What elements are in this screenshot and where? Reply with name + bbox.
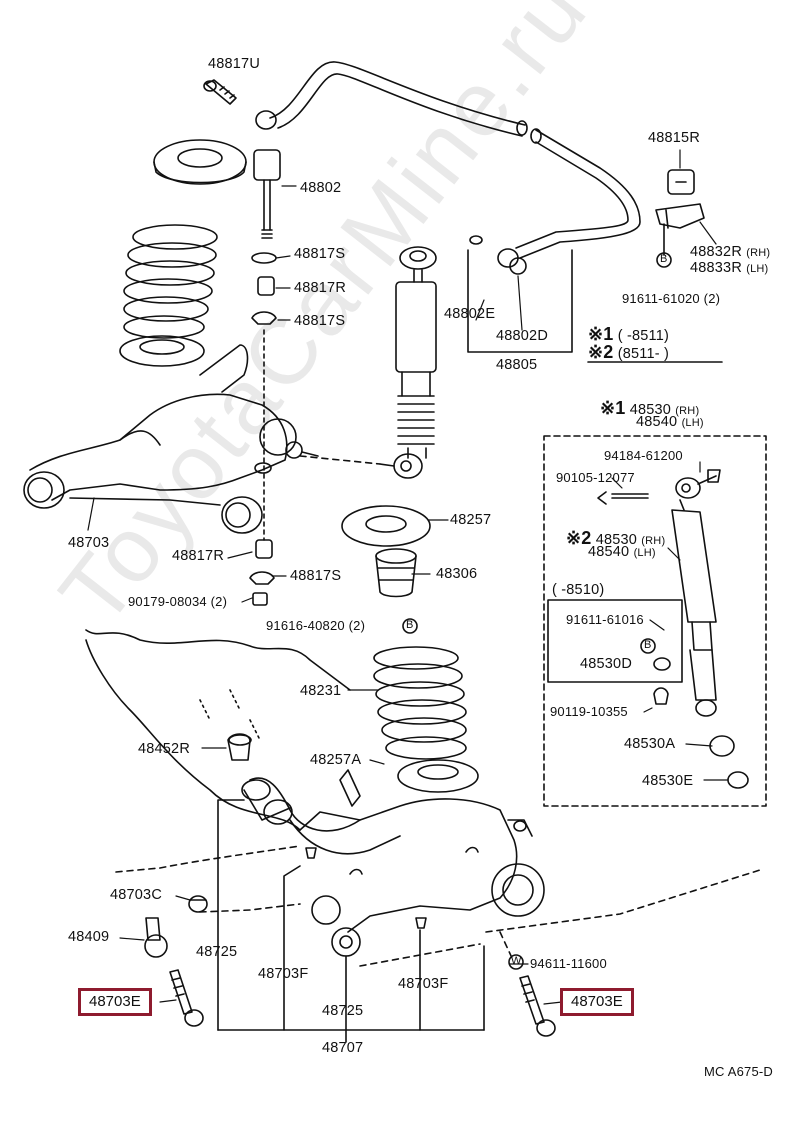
bump-stopper-48306 — [375, 548, 417, 598]
frame-outline — [85, 629, 361, 831]
condition-2: ※2 (8511- ) — [588, 342, 670, 362]
bolt-48703e-right — [519, 975, 556, 1037]
shock-assembly-box — [543, 435, 767, 807]
bolt-48703e-left — [169, 969, 204, 1027]
bolt-48409 — [144, 917, 168, 958]
label-91616-40820: 91616-40820 (2) — [266, 618, 366, 633]
label-48703f-b: 48703F — [398, 976, 449, 992]
label-48409: 48409 — [68, 929, 110, 945]
diagram-code: MC A675-D — [704, 1064, 773, 1079]
label-48306: 48306 — [436, 566, 478, 582]
label-48703f-a: 48703F — [258, 966, 309, 982]
marker-b-1: B — [660, 253, 668, 265]
label-48257a: 48257A — [310, 752, 362, 768]
coil-spring-lower — [373, 646, 479, 793]
label-48725-b: 48725 — [322, 1003, 364, 1019]
label-48530a: 48530A — [624, 736, 676, 752]
label-48530e: 48530E — [642, 773, 694, 789]
marker-w: W — [511, 955, 522, 967]
label-48703-upper: 48703 — [68, 535, 110, 551]
marker-b-2: B — [406, 619, 414, 631]
axle-bracket-upper — [23, 344, 319, 534]
label-48832r: 48832R (RH) — [690, 244, 771, 260]
label-48802d: 48802D — [496, 328, 548, 344]
label-box-48540-lh: 48540 (LH) — [636, 414, 704, 430]
marker-b-3: B — [644, 639, 652, 651]
label-91611-61020: 91611-61020 (2) — [622, 291, 721, 306]
label-48817s-b: 48817S — [294, 313, 346, 329]
label-48817r-a: 48817R — [294, 280, 346, 296]
bushing-48703c — [188, 895, 208, 913]
bushing-48815r — [655, 169, 705, 256]
label-91611-61016: 91611-61016 — [566, 612, 644, 627]
label-48231: 48231 — [300, 683, 342, 699]
label-48703c: 48703C — [110, 887, 162, 903]
upper-spring-seat — [153, 139, 247, 185]
lower-arm-assembly — [241, 769, 545, 957]
circle-markers — [402, 252, 672, 970]
label-94184-61200: 94184-61200 — [604, 448, 683, 463]
shock-absorber-upper — [299, 246, 437, 479]
label-48817r-b: 48817R — [172, 548, 224, 564]
bolt-48817u — [203, 79, 237, 105]
label-box-48530-rh: ※1 48530 (RH) — [600, 398, 700, 418]
bushing-48452r — [227, 733, 252, 761]
leader-lines — [87, 149, 729, 1005]
label-box-48540-b: 48540 (LH) — [588, 544, 656, 560]
label-48817s-c: 48817S — [290, 568, 342, 584]
label-48802e: 48802E — [444, 306, 496, 322]
stabilizer-link-kit-48805 — [467, 235, 573, 353]
label-48833r: 48833R (LH) — [690, 260, 769, 276]
label-box-48530-b: ※2 48530 (RH) — [566, 528, 666, 548]
label-94611-11600: 94611-11600 — [530, 956, 607, 971]
label-90105-12077: 90105-12077 — [556, 470, 635, 485]
label-48817s-a: 48817S — [294, 246, 346, 262]
highlighted-label-48703e-right[interactable]: 48703E — [560, 988, 634, 1016]
stabilizer-bar — [255, 61, 641, 259]
label-48257: 48257 — [450, 512, 492, 528]
inner-condition: ( -8510) — [552, 582, 605, 598]
label-90119-10355: 90119-10355 — [550, 704, 628, 719]
label-48817u: 48817U — [208, 56, 260, 72]
label-48802: 48802 — [300, 180, 342, 196]
assembly-bracket-48707 — [217, 799, 485, 1043]
stabilizer-link-48802 — [251, 149, 281, 325]
label-48815r: 48815R — [648, 130, 700, 146]
spring-seat-48257 — [341, 505, 431, 547]
bushing-stack-lower — [249, 329, 275, 606]
condition-1: ※1 ( -8511) — [588, 324, 670, 344]
coil-spring-upper — [119, 224, 218, 367]
highlighted-label-48703e-left[interactable]: 48703E — [78, 988, 152, 1016]
label-48805: 48805 — [496, 357, 538, 373]
label-48530d: 48530D — [580, 656, 632, 672]
label-48725-a: 48725 — [196, 944, 238, 960]
label-48707: 48707 — [322, 1040, 364, 1056]
label-90179-08034: 90179-08034 (2) — [128, 594, 228, 609]
shock-absorber-lower — [597, 469, 749, 789]
label-48452r: 48452R — [138, 741, 190, 757]
